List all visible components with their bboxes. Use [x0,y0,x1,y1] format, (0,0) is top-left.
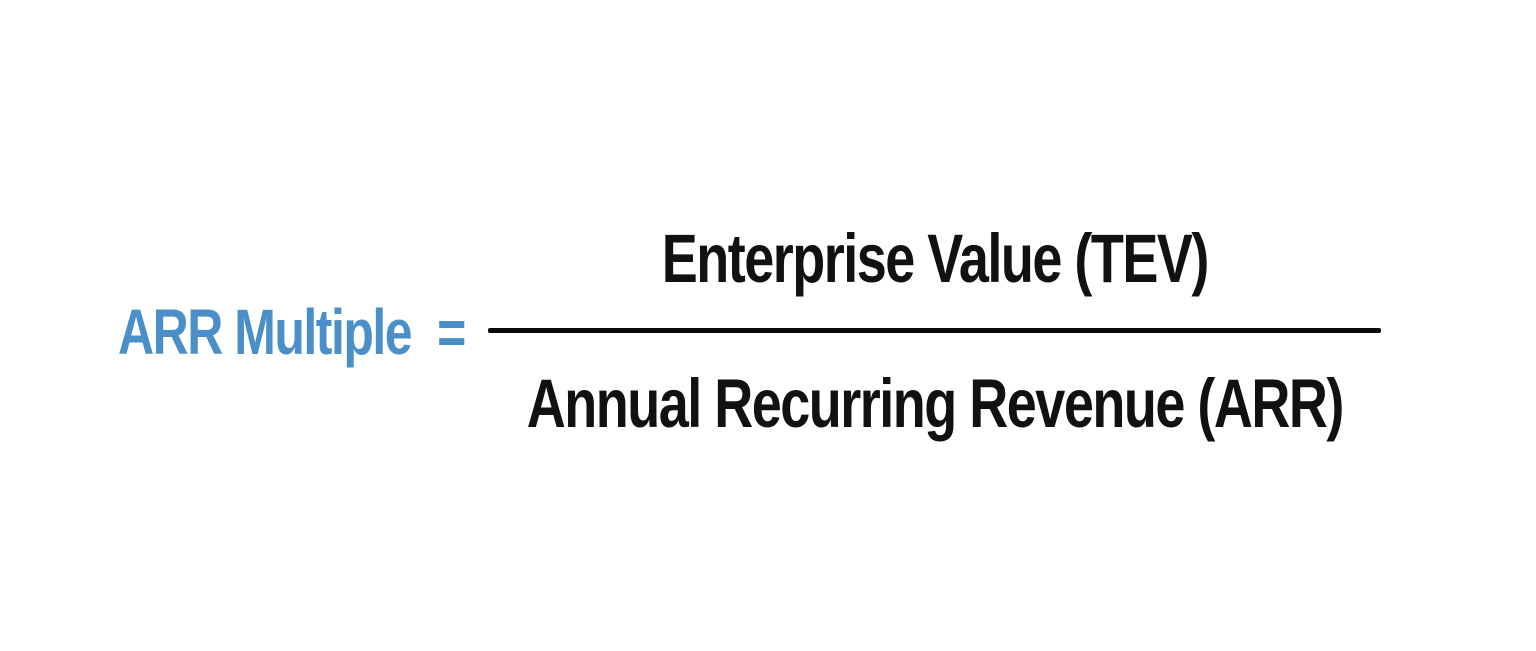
equals-sign: = [437,295,467,368]
formula-row: ARR Multiple = Enterprise Value (TEV) An… [118,0,1436,651]
fraction: Enterprise Value (TEV) Annual Recurring … [488,221,1382,442]
fraction-bar [488,328,1382,333]
fraction-numerator: Enterprise Value (TEV) [661,220,1210,298]
formula-lhs-label: ARR Multiple [118,295,413,368]
fraction-denominator: Annual Recurring Revenue (ARR) [526,365,1345,443]
formula-inner: ARR Multiple = Enterprise Value (TEV) An… [118,221,1382,442]
